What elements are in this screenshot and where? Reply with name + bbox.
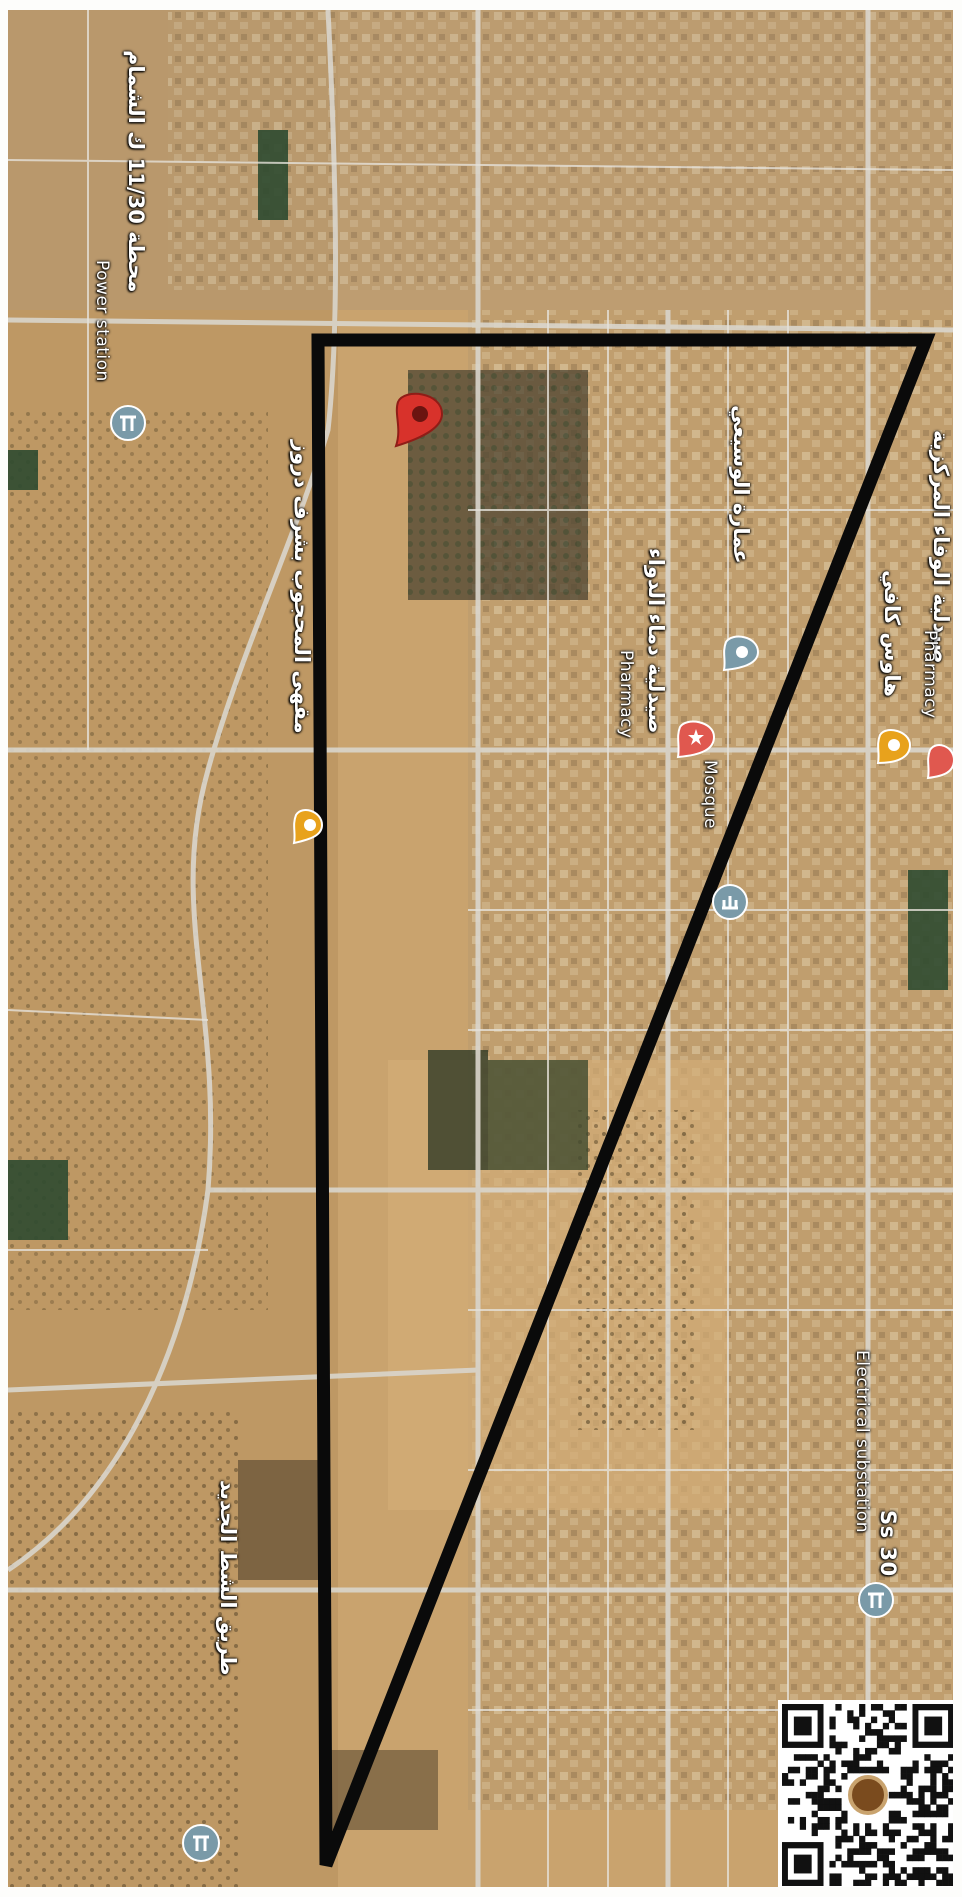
power-station-label-en: Power station <box>92 260 112 382</box>
pharmacy-icon[interactable] <box>674 715 718 759</box>
substation-icon[interactable] <box>856 1580 896 1620</box>
cafe-icon[interactable] <box>290 805 326 845</box>
mosque-label: Mosque <box>700 760 720 829</box>
power-station-icon[interactable] <box>108 403 148 443</box>
pharmacy-center-label-en: Pharmacy <box>616 650 636 739</box>
substation-code-label: Ss 30 <box>876 1510 900 1577</box>
road-label: طريق الشط الجديد <box>216 1480 240 1676</box>
mosque-icon[interactable] <box>720 630 762 672</box>
pharmacy-center-label-ar: صيدلية دماء الدواء <box>644 548 668 734</box>
cafe-left-label: مقهى المحجوب بشرف دروز <box>290 440 314 734</box>
pharmacy-top-label-en: Pharmacy <box>920 630 940 719</box>
power-station-label-ar: محطة 11/30 ك الشمام <box>124 50 148 293</box>
satellite-map[interactable]: محطة 11/30 ك الشمام Power station مقهى ا… <box>8 10 953 1887</box>
qr-code-graphic <box>782 1704 953 1886</box>
roads <box>8 10 953 1887</box>
boundary-triangle <box>311 333 936 1868</box>
cafe-icon-2[interactable] <box>874 725 914 765</box>
mosque-icon-2[interactable] <box>710 882 750 922</box>
qr-code-icon <box>778 1700 953 1887</box>
map-canvas <box>8 10 953 1887</box>
map-pin-icon[interactable] <box>392 388 444 448</box>
cafe-right-label: هاوس كافي <box>880 570 904 697</box>
substation-label: Electrical substation <box>852 1350 872 1533</box>
qr-logo <box>848 1775 888 1815</box>
power-station-icon-2[interactable] <box>180 1822 222 1864</box>
pharmacy-top-label-ar: صيدلية الوفاء المركزية <box>929 430 953 664</box>
pharmacy-icon-2[interactable] <box>926 740 953 780</box>
masjid-label: عمارة الوسيعي <box>729 405 753 564</box>
